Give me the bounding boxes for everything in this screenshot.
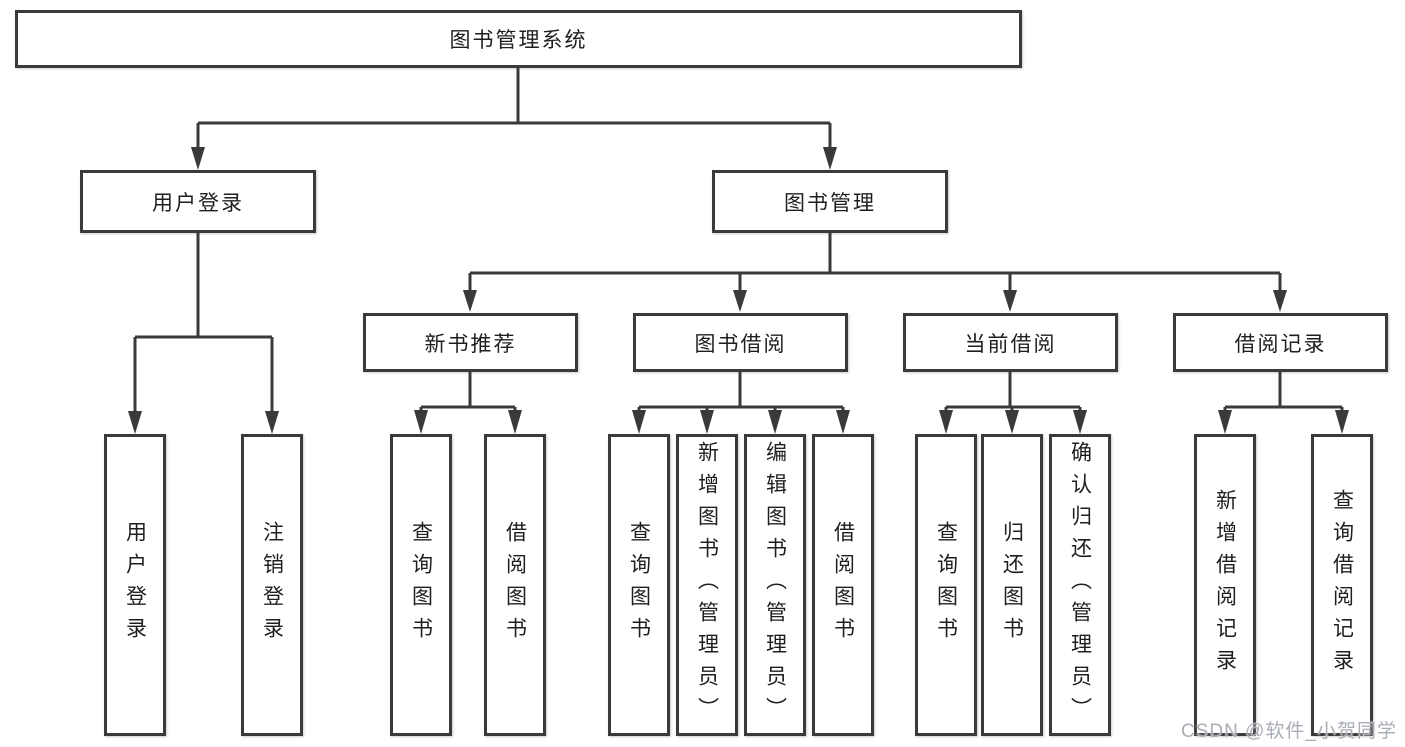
watermark: CSDN @软件_小贺同学: [1181, 721, 1397, 742]
leaf-current-query-books: 查询图书: [915, 434, 977, 736]
arrowhead: [1073, 410, 1087, 434]
connector-root-to-level2: [191, 68, 837, 170]
node-book-management: 图书管理: [712, 170, 948, 233]
arrowhead: [1335, 410, 1349, 434]
leaf-label: 确认归还（管理员）: [1068, 441, 1092, 729]
leaf-label: 用户登录: [123, 521, 147, 649]
arrowhead: [128, 411, 142, 434]
arrowhead: [700, 410, 714, 434]
leaf-current-confirm-return-admin: 确认归还（管理员）: [1049, 434, 1111, 736]
leaf-records-add-borrow-record: 新增借阅记录: [1194, 434, 1256, 736]
node-label: 借阅记录: [1234, 332, 1327, 356]
node-label: 图书管理系统: [449, 29, 588, 52]
node-label: 当前借阅: [964, 332, 1057, 356]
arrowhead: [191, 147, 205, 170]
node-label: 图书借阅: [694, 332, 787, 356]
connector-user-login-to-leaves: [128, 233, 279, 434]
leaf-label: 查询图书: [934, 521, 958, 649]
node-book-borrowing: 图书借阅: [633, 313, 848, 372]
leaf-label: 查询借阅记录: [1330, 489, 1354, 681]
connector-book-borrow-to-leaves: [632, 372, 850, 434]
node-user-login: 用户登录: [80, 170, 316, 233]
arrowhead: [265, 411, 279, 434]
node-label: 新书推荐: [424, 332, 517, 356]
leaf-label: 借阅图书: [503, 521, 527, 649]
node-current-borrowing: 当前借阅: [903, 313, 1118, 372]
leaf-label: 查询图书: [409, 521, 433, 649]
arrowhead: [414, 410, 428, 434]
arrowhead: [463, 290, 477, 312]
leaf-newbook-borrow-books: 借阅图书: [484, 434, 546, 736]
leaf-borrow-query-books: 查询图书: [608, 434, 670, 736]
connector-new-book-to-leaves: [414, 372, 522, 434]
node-new-book-recommendation: 新书推荐: [363, 313, 578, 372]
leaf-label: 归还图书: [1000, 521, 1024, 649]
leaf-current-return-books: 归还图书: [981, 434, 1043, 736]
arrowhead: [508, 410, 522, 434]
arrowhead: [836, 410, 850, 434]
arrowhead: [632, 410, 646, 434]
node-label: 用户登录: [152, 191, 244, 215]
connector-current-borrow-to-leaves: [939, 372, 1087, 434]
node-borrowing-records: 借阅记录: [1173, 313, 1388, 372]
connector-borrow-records-to-leaves: [1218, 372, 1349, 434]
leaf-label: 编辑图书（管理员）: [763, 441, 787, 729]
node-library-management-system: 图书管理系统: [15, 10, 1022, 68]
leaf-logout-login: 注销登录: [241, 434, 303, 736]
leaf-borrow-edit-books-admin: 编辑图书（管理员）: [744, 434, 806, 736]
arrowhead: [733, 290, 747, 312]
arrowhead: [823, 147, 837, 170]
leaf-label: 新增借阅记录: [1213, 489, 1237, 681]
leaf-borrow-add-books-admin: 新增图书（管理员）: [676, 434, 738, 736]
leaf-label: 借阅图书: [831, 521, 855, 649]
arrowhead: [768, 410, 782, 434]
leaf-label: 查询图书: [627, 521, 651, 649]
arrowhead: [1218, 410, 1232, 434]
leaf-borrow-borrow-books: 借阅图书: [812, 434, 874, 736]
arrowhead: [1003, 290, 1017, 312]
node-label: 图书管理: [784, 191, 876, 215]
arrowhead: [1273, 290, 1287, 312]
connector-book-mgmt-to-level3: [463, 233, 1287, 312]
leaf-newbook-query-books: 查询图书: [390, 434, 452, 736]
arrowhead: [939, 410, 953, 434]
leaf-user-login: 用户登录: [104, 434, 166, 736]
leaf-label: 注销登录: [260, 521, 284, 649]
leaf-label: 新增图书（管理员）: [695, 441, 719, 729]
leaf-records-query-borrow-record: 查询借阅记录: [1311, 434, 1373, 736]
arrowhead: [1005, 410, 1019, 434]
